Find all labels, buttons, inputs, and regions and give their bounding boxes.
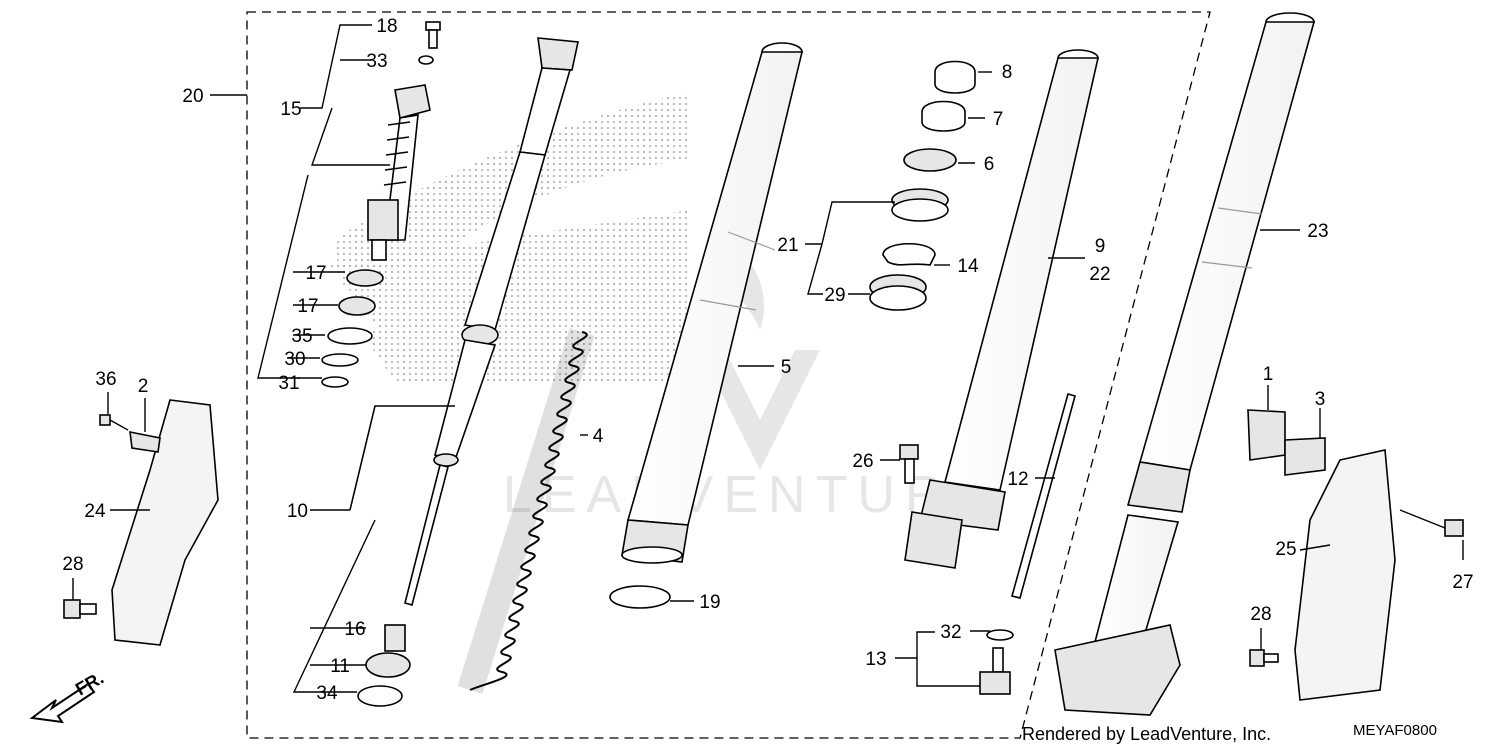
part-4-fork-spring[interactable] — [457, 328, 595, 694]
callout-8: 8 — [1002, 62, 1013, 83]
diagram-code: MEYAF0800 — [1353, 722, 1437, 739]
callout-17b: 17 — [297, 296, 318, 317]
part-5-outer-tube[interactable] — [621, 42, 804, 564]
part-10-damper-rod[interactable] — [404, 37, 579, 606]
part-28a-bolt[interactable] — [63, 599, 97, 619]
callout-4: 4 — [593, 426, 604, 447]
part-24-fork-guard[interactable] — [111, 399, 219, 646]
front-direction-arrow-icon: FR. — [29, 668, 107, 724]
callout-25: 25 — [1275, 539, 1296, 560]
callout-33: 33 — [366, 51, 387, 72]
callout-30: 30 — [284, 349, 305, 370]
part-23-fork-assembly[interactable] — [1054, 12, 1316, 716]
part-15-damper-valve[interactable] — [367, 84, 431, 261]
callout-26: 26 — [852, 451, 873, 472]
callout-16: 16 — [344, 619, 365, 640]
seal-stack — [869, 60, 976, 311]
part-27-bolt[interactable] — [1399, 509, 1464, 537]
callout-18: 18 — [376, 16, 397, 37]
callout-13: 13 — [865, 649, 886, 670]
callout-29: 29 — [824, 285, 845, 306]
part-13-drain-bolt[interactable] — [979, 647, 1011, 695]
callout-28b: 28 — [1250, 604, 1271, 625]
callout-1: 1 — [1263, 364, 1274, 385]
part-12-rod[interactable] — [1011, 393, 1076, 599]
part-19-circlip[interactable] — [609, 585, 671, 609]
rendered-by-credit: Rendered by LeadVenture, Inc. — [1022, 724, 1271, 744]
part-1-bracket[interactable] — [1247, 409, 1286, 461]
part-30-washer[interactable] — [321, 353, 359, 367]
part-17b-bushing[interactable] — [338, 296, 376, 316]
part-7-dust-seal[interactable] — [921, 100, 966, 132]
callout-2: 2 — [138, 376, 149, 397]
leader-lines — [72, 24, 1464, 693]
callout-24: 24 — [84, 501, 106, 522]
callout-34: 34 — [316, 683, 338, 704]
part-35-seal[interactable] — [327, 327, 373, 345]
callout-14: 14 — [957, 256, 979, 277]
callout-36: 36 — [95, 369, 116, 390]
callout-23: 23 — [1307, 221, 1328, 242]
callout-5: 5 — [781, 357, 792, 378]
part-32-washer[interactable] — [986, 629, 1014, 641]
part-21-oil-seal[interactable] — [891, 188, 949, 222]
part-31-clip[interactable] — [321, 376, 349, 388]
callout-6: 6 — [984, 154, 995, 175]
assembly-boundary — [246, 11, 1211, 739]
part-16-stopper[interactable] — [384, 624, 406, 652]
part-6-stopper-ring[interactable] — [903, 148, 957, 172]
part-25-fork-guard[interactable] — [1294, 449, 1396, 701]
part-17a-bushing[interactable] — [346, 269, 384, 287]
callout-12: 12 — [1007, 469, 1028, 490]
part-14-spring-clip[interactable] — [882, 242, 936, 266]
callout-7: 7 — [993, 109, 1004, 130]
callout-21: 21 — [777, 235, 798, 256]
callout-10: 10 — [287, 501, 308, 522]
callout-28a: 28 — [62, 554, 83, 575]
callout-17a: 17 — [305, 263, 326, 284]
leadventure-logo-watermark: LEADVENTURE — [503, 250, 987, 524]
part-36-screw[interactable] — [99, 414, 129, 431]
part-11-nut[interactable] — [365, 652, 411, 678]
callout-3: 3 — [1315, 389, 1326, 410]
callout-35: 35 — [291, 326, 312, 347]
part-33-o-ring[interactable] — [418, 55, 434, 65]
part-3-clamp[interactable] — [1284, 437, 1326, 476]
part-29-oil-seal[interactable] — [869, 274, 927, 311]
callout-31: 31 — [278, 373, 299, 394]
callout-27: 27 — [1452, 572, 1473, 593]
callout-20: 20 — [182, 86, 203, 107]
part-8-dust-seal-ring[interactable] — [934, 60, 976, 94]
callout-9: 9 — [1095, 236, 1106, 257]
part-2-clip[interactable] — [129, 430, 161, 453]
callout-11: 11 — [330, 656, 350, 677]
cartridge-assembly — [321, 21, 595, 707]
part-18-bolt[interactable] — [425, 21, 441, 49]
callout-32: 32 — [940, 622, 961, 643]
callout-19: 19 — [699, 592, 720, 613]
part-34-washer[interactable] — [357, 685, 403, 707]
callout-22: 22 — [1089, 264, 1110, 285]
part-28b-bolt[interactable] — [1249, 649, 1279, 667]
callout-15: 15 — [280, 99, 301, 120]
part-26-bolt[interactable] — [899, 444, 919, 484]
callout-labels: 1 2 3 4 5 6 7 8 9 10 11 12 13 14 15 16 1… — [62, 16, 1473, 704]
part-9-22-inner-tube[interactable] — [904, 49, 1100, 569]
